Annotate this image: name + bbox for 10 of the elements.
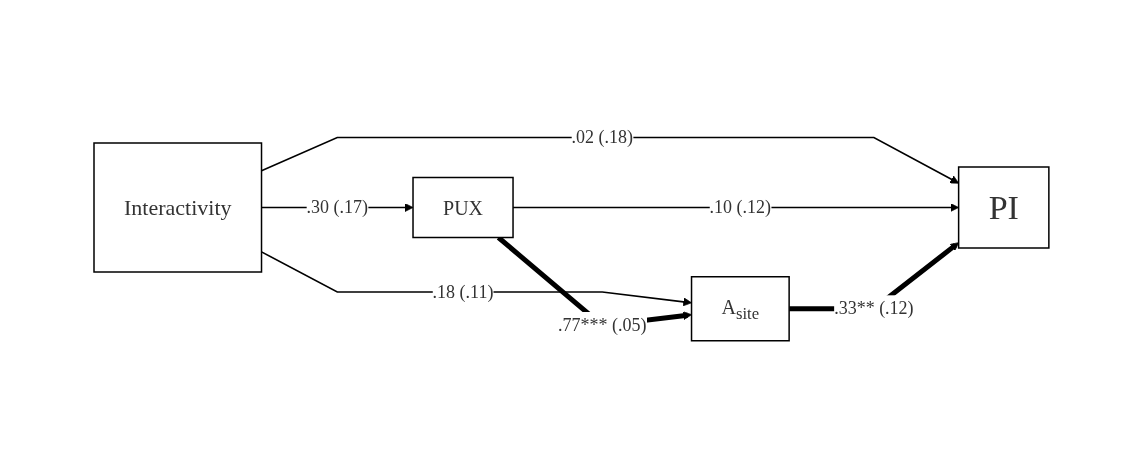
node-box: PUX <box>411 176 514 239</box>
edge-label: .33** (.12) <box>833 298 914 319</box>
node-box: Interactivity <box>92 142 262 273</box>
edge-label: .77*** (.05) <box>557 315 647 336</box>
edge-label: .10 (.12) <box>709 197 771 218</box>
edge-label: .02 (.18) <box>571 127 633 148</box>
node-box: PI <box>957 166 1050 249</box>
edge-label: .30 (.17) <box>306 197 368 218</box>
node-box: A$_{site}$ <box>690 276 790 342</box>
edge-label: .18 (.11) <box>432 281 493 302</box>
